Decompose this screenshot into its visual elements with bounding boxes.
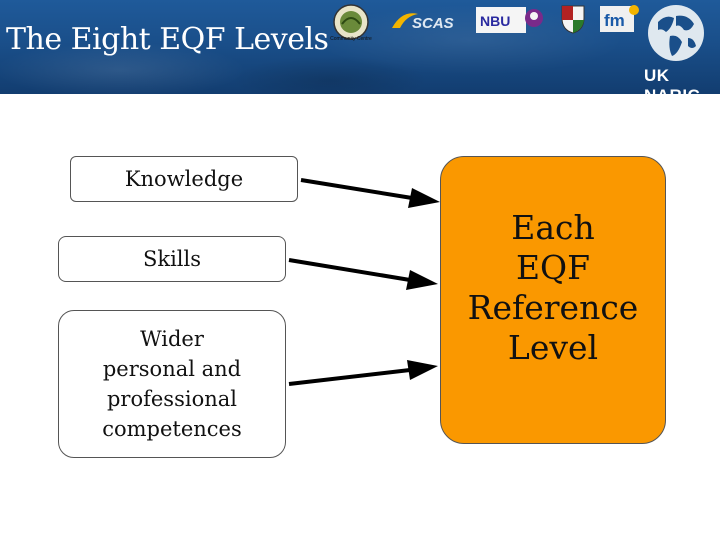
competences-box: Wider personal and professional competen… <box>58 310 286 458</box>
fm-logo-text: fm <box>604 11 625 30</box>
arrow-knowledge <box>300 178 440 208</box>
eqf-reference-level-label: Each EQF Reference Level <box>467 208 639 367</box>
scas-logo-text: SCAS <box>412 15 454 32</box>
competences-label: Wider personal and professional competen… <box>102 327 242 441</box>
page-title: The Eight EQF Levels <box>6 22 329 57</box>
crest-logo <box>560 4 586 34</box>
nbu-logo-text: NBU <box>480 13 510 29</box>
skills-box: Skills <box>58 236 286 282</box>
uk-naric-logo-text: UK NARIC <box>644 66 700 94</box>
eqf-reference-level-box: Each EQF Reference Level <box>440 156 666 444</box>
community-centre-logo-text: Community Centre <box>330 36 372 42</box>
fm-logo: fm <box>600 4 640 34</box>
globe-icon <box>642 2 710 64</box>
knowledge-box: Knowledge <box>70 156 298 202</box>
scas-logo: SCAS <box>388 6 458 36</box>
arrow-competences <box>288 360 438 386</box>
skills-label: Skills <box>142 247 202 271</box>
community-centre-logo: Community Centre <box>328 2 374 42</box>
header-banner: The Eight EQF Levels Community Centre SC… <box>0 0 720 94</box>
arrow-skills <box>288 258 438 290</box>
nbu-logo: NBU <box>476 6 544 34</box>
knowledge-label: Knowledge <box>124 167 244 191</box>
